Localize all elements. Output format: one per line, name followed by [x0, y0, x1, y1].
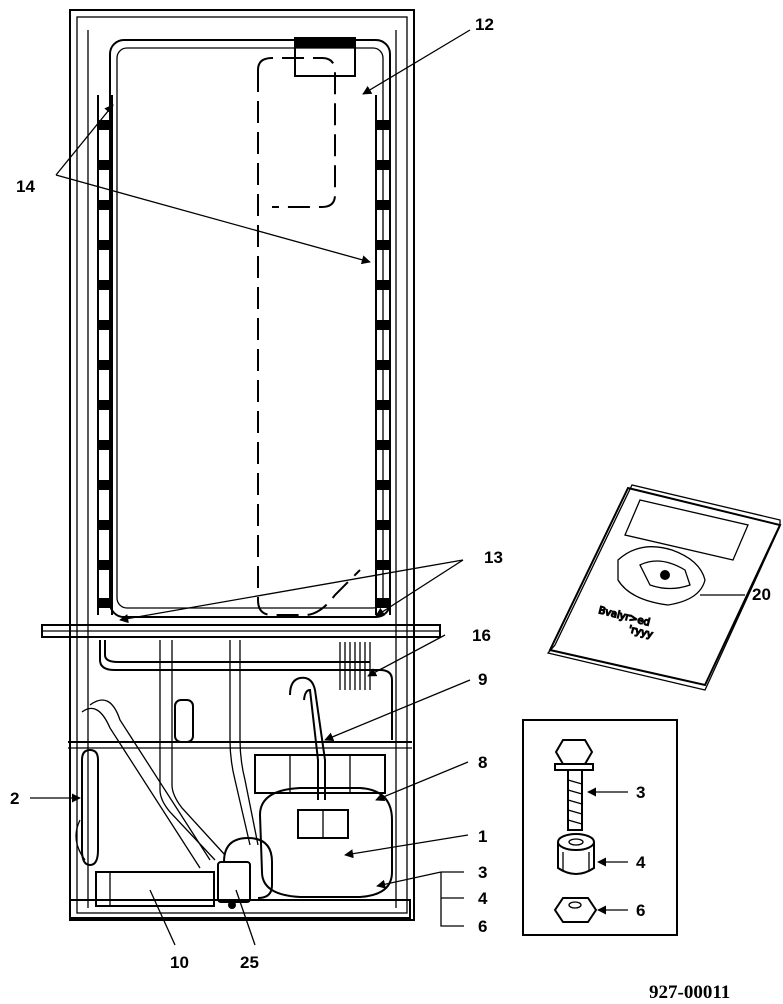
label-14: 14 — [16, 177, 35, 196]
compressor — [254, 754, 393, 898]
machine-compartment — [68, 640, 412, 919]
label-12: 12 — [475, 15, 494, 34]
label-6-inset: 6 — [636, 901, 645, 920]
label-6-main: 6 — [478, 917, 487, 936]
label-16: 16 — [472, 626, 491, 645]
evaporator-hidden-outline — [257, 57, 361, 616]
label-10: 10 — [170, 953, 189, 972]
label-3-main: 3 — [478, 863, 487, 882]
hardware-inset — [522, 719, 678, 936]
part-labels: 14 12 13 16 9 8 1 3 4 6 2 10 25 20 3 4 6… — [10, 15, 771, 1003]
label-4-main: 4 — [478, 889, 488, 908]
refrigerator-cabinet — [69, 9, 415, 921]
label-8: 8 — [478, 753, 487, 772]
leader-lines — [30, 29, 471, 946]
condenser-coil-right — [375, 95, 391, 615]
label-3-inset: 3 — [636, 783, 645, 802]
cabinet-divider-band — [41, 624, 441, 638]
label-2: 2 — [10, 789, 19, 808]
label-13: 13 — [484, 548, 503, 567]
capacitor — [217, 836, 273, 909]
manual-text-line2: 'ryyy — [627, 624, 654, 641]
control-box — [95, 871, 215, 907]
label-25: 25 — [240, 953, 259, 972]
manual-text-line1: Bvaiyr>ed — [597, 605, 651, 628]
label-20: 20 — [752, 585, 771, 604]
owners-manual: Bvaiyr>ed 'ryyy — [546, 484, 782, 691]
label-1: 1 — [478, 827, 487, 846]
drawing-code: 927-00011 — [649, 982, 730, 1003]
condenser-coil-left — [97, 95, 113, 615]
label-4-inset: 4 — [636, 853, 646, 872]
label-9: 9 — [478, 670, 487, 689]
